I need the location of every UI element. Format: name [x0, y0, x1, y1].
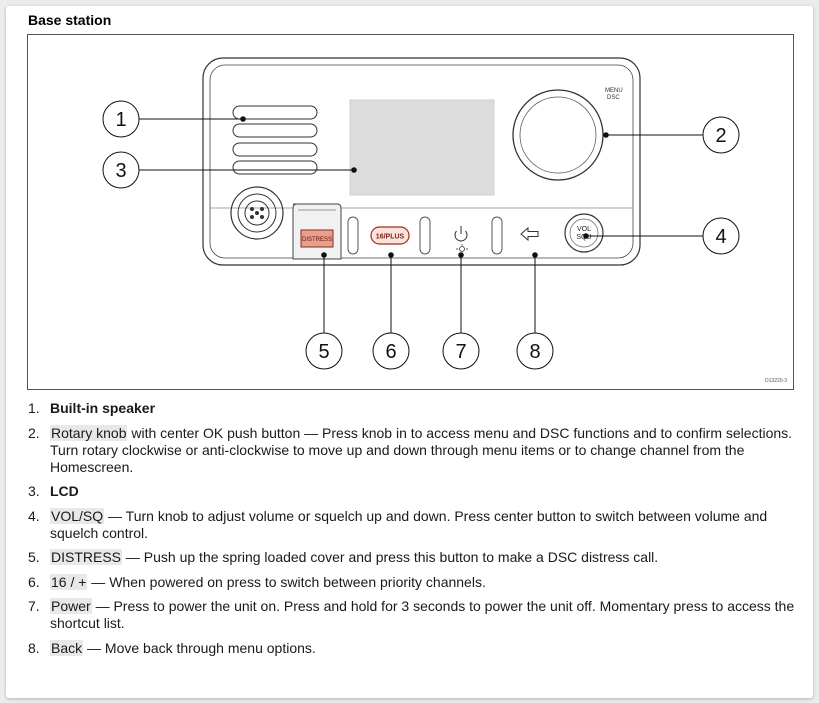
- plus-button: [370, 226, 410, 245]
- callout-6: 6: [372, 332, 410, 370]
- section-title: Base station: [28, 12, 112, 28]
- device-diagram: MENU DSC DISTRESS 16/PLUS: [27, 34, 794, 390]
- callout-2: 2: [702, 116, 740, 154]
- legend-term: Rotary knob: [50, 424, 128, 441]
- svg-text:6: 6: [385, 341, 396, 363]
- vol-label: VOL: [577, 226, 591, 233]
- svg-text:7: 7: [455, 341, 466, 363]
- legend-description: — Push up the spring loaded cover and pr…: [122, 549, 659, 565]
- leader-lines: [139, 118, 703, 333]
- legend-item-back: 8.Back — Move back through menu options.: [28, 639, 316, 656]
- separator-pill: [491, 216, 503, 255]
- legend-description: — Turn knob to adjust volume or squelch …: [50, 507, 768, 541]
- vol-squ-knob: [564, 213, 604, 253]
- legend-term: 16 / +: [50, 573, 88, 590]
- svg-text:5: 5: [318, 341, 329, 363]
- legend-term: LCD: [50, 483, 79, 499]
- radio-inner-bezel: [209, 64, 634, 259]
- legend-term: Built-in speaker: [50, 400, 156, 416]
- legend-item-vol-sq: 4.VOL/SQ — Turn knob to adjust volume or…: [28, 507, 768, 541]
- rotary-knob: [512, 89, 604, 181]
- legend-item-distress: 5.DISTRESS — Push up the spring loaded c…: [28, 549, 659, 565]
- legend-description: with center OK push button — Press knob …: [50, 424, 793, 475]
- legend-item-16-plus: 6.16 / + — When powered on press to swit…: [28, 573, 486, 590]
- svg-text:3: 3: [115, 160, 126, 182]
- callout-1: 1: [102, 100, 140, 138]
- legend-term: Back: [50, 639, 84, 656]
- callout-4: 4: [702, 217, 740, 255]
- legend-description: — Move back through menu options.: [83, 639, 316, 656]
- distress-label: DISTRESS: [302, 237, 332, 243]
- back-arrow-icon: [520, 226, 539, 242]
- legend-description: — Press to power the unit on. Press and …: [50, 598, 795, 631]
- legend-item-power: 7.Power — Press to power the unit on. Pr…: [28, 598, 795, 631]
- radio-illustration: MENU DSC DISTRESS 16/PLUS: [102, 57, 740, 370]
- menu-label: MENU: [605, 88, 623, 94]
- legend-term: DISTRESS: [50, 549, 123, 565]
- callout-3: 3: [102, 151, 140, 189]
- svg-text:4: 4: [715, 226, 726, 248]
- callout-8: 8: [516, 332, 554, 370]
- antenna-connector: [230, 186, 284, 240]
- leader-dots: [240, 116, 609, 258]
- svg-text:8: 8: [529, 341, 540, 363]
- legend-term: VOL/SQ: [50, 507, 105, 524]
- legend-item-rotary-knob: 2.Rotary knob with center OK push button…: [28, 424, 793, 475]
- plus-label: 16/PLUS: [376, 234, 405, 241]
- separator-pill: [419, 216, 431, 255]
- legend-item-speaker: 1.Built-in speaker: [28, 400, 156, 416]
- power-icon: [454, 226, 468, 242]
- figure-id: D13220-3: [765, 378, 787, 384]
- speaker-grille: [232, 105, 318, 175]
- legend-term: Power: [50, 598, 92, 614]
- callout-5: 5: [305, 332, 343, 370]
- svg-text:2: 2: [715, 125, 726, 147]
- legend-list: 1.Built-in speaker 2.Rotary knob with ce…: [28, 400, 798, 664]
- radio-housing: [202, 57, 641, 266]
- distress-button: [300, 229, 334, 248]
- callout-7: 7: [442, 332, 480, 370]
- lcd-screen: [349, 99, 495, 196]
- legend-description: — When powered on press to switch betwee…: [87, 573, 486, 590]
- separator-pill: [347, 216, 359, 255]
- legend-item-lcd: 3.LCD: [28, 483, 79, 499]
- dsc-label: DSC: [607, 95, 620, 101]
- svg-text:1: 1: [115, 109, 126, 131]
